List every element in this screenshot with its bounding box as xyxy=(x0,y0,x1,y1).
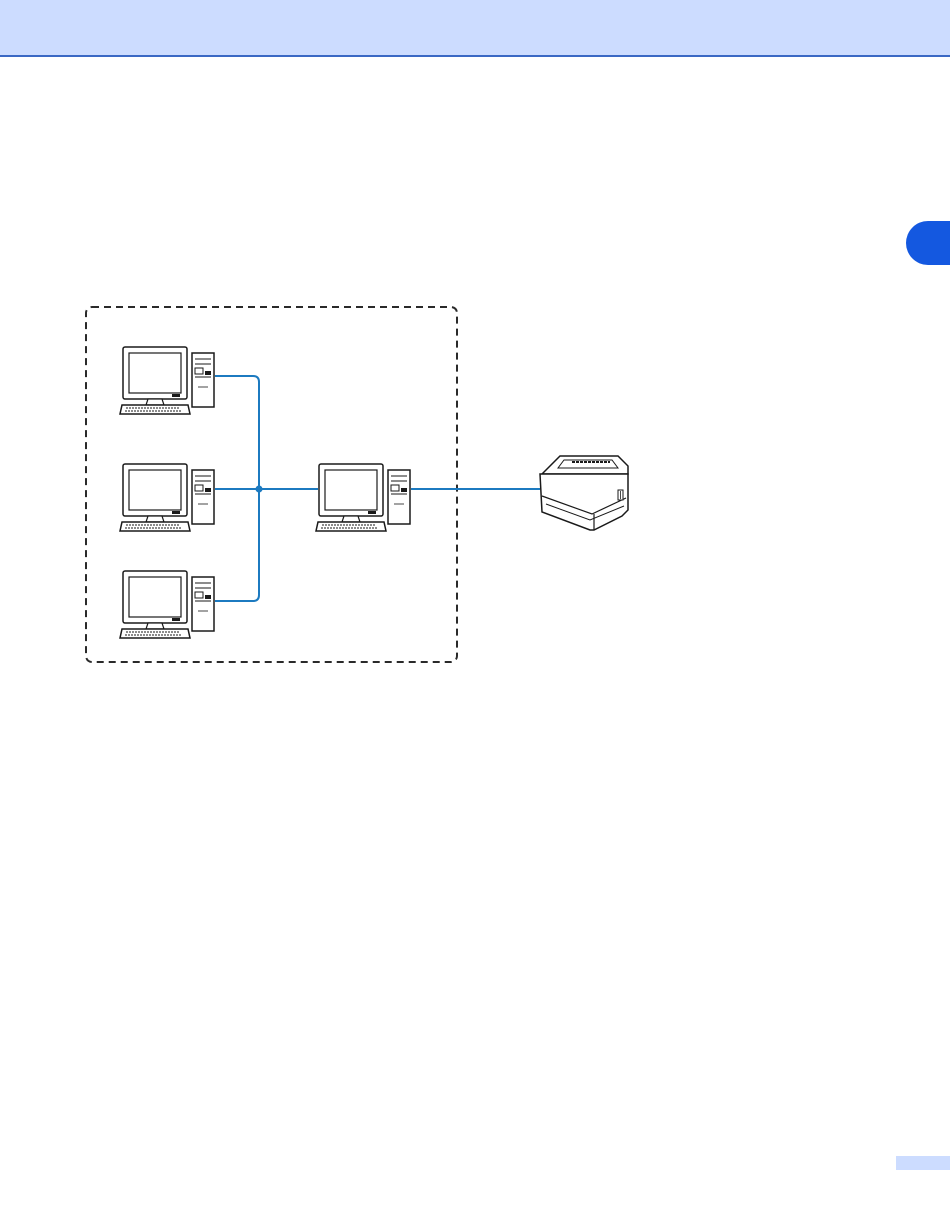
client-pc-3 xyxy=(120,571,214,638)
host-pc xyxy=(316,464,410,531)
connection-line-client-pc-3 xyxy=(215,489,259,601)
connection-line-client-pc-1 xyxy=(215,376,259,489)
client-pc-2 xyxy=(120,464,214,531)
printer xyxy=(540,456,628,530)
junction-node xyxy=(256,486,263,493)
client-pc-1 xyxy=(120,347,214,414)
page-number-box xyxy=(896,1156,950,1170)
